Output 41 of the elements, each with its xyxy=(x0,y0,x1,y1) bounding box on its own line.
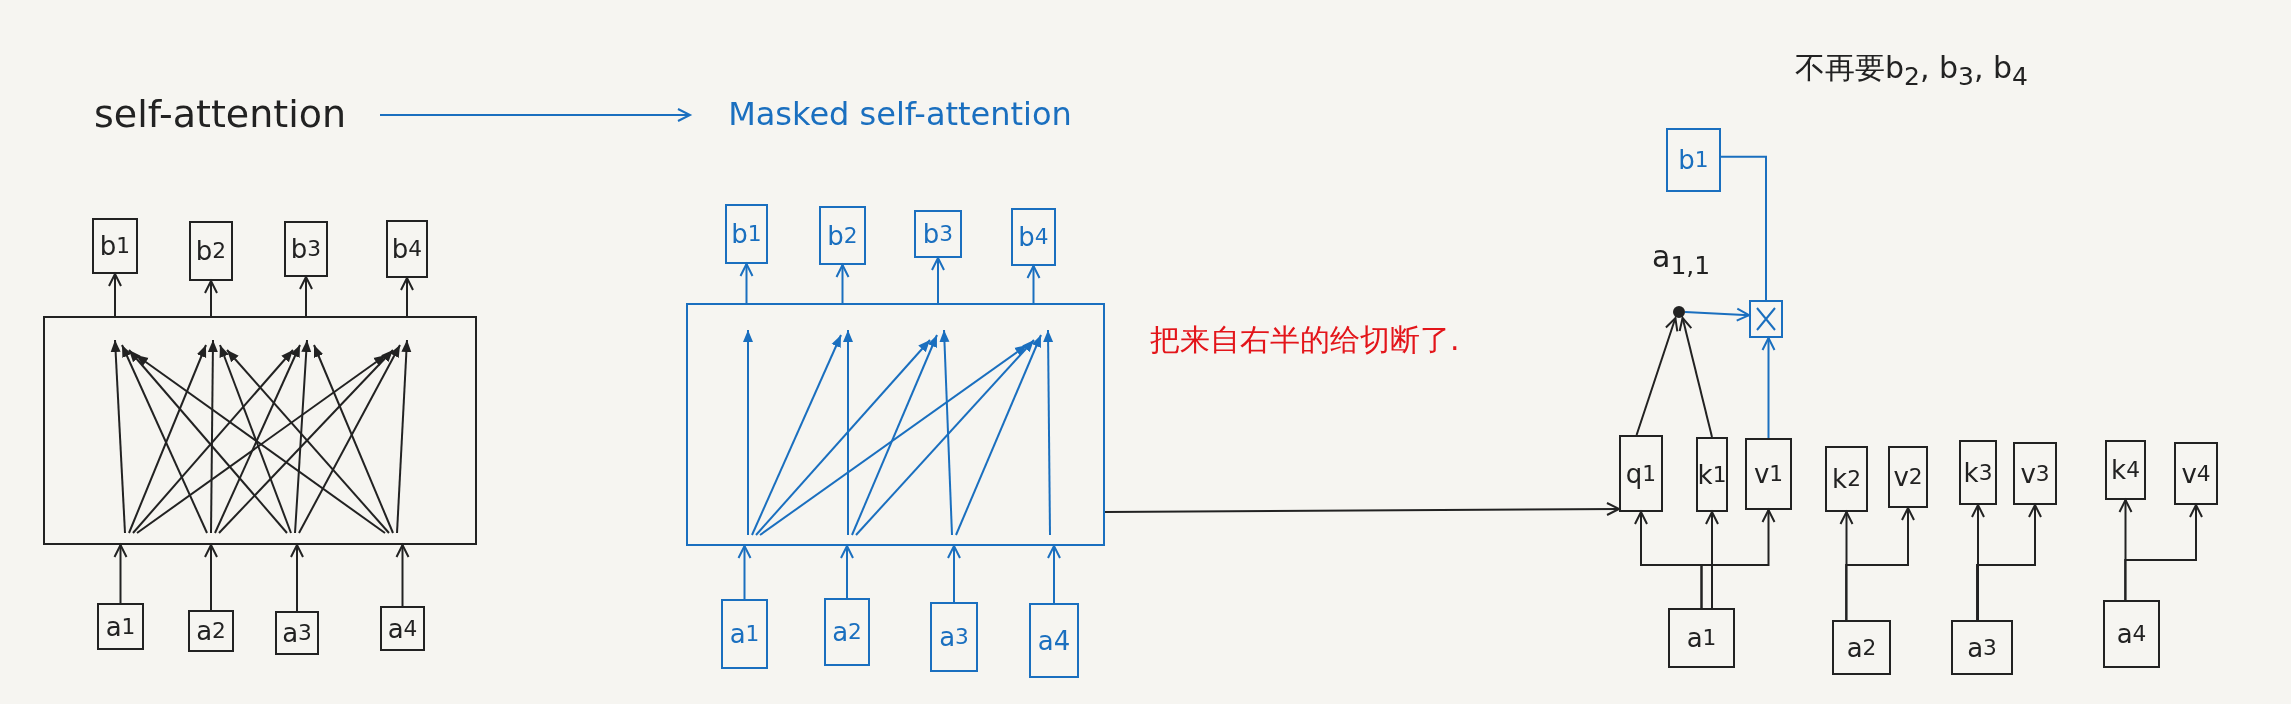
annotation-text: 不再要b$_{2}$, b$_{3}$, b$_{4}$ xyxy=(1795,50,2028,92)
arrow xyxy=(299,276,313,317)
arrow xyxy=(1047,545,1061,604)
arrow xyxy=(947,545,961,603)
annotation-text: 把来自右半的给切断了. xyxy=(1150,322,1460,358)
arrow xyxy=(1684,307,1750,322)
attention-layer-box xyxy=(686,303,1105,546)
arrow xyxy=(1635,317,1679,436)
arrow xyxy=(2124,504,2203,601)
arrow xyxy=(1971,504,1985,621)
diagram-heading: self-attention xyxy=(60,80,380,150)
arrow xyxy=(400,277,414,317)
node-caption: a$_{1,1}$ xyxy=(1652,240,1711,280)
arrow xyxy=(108,273,122,317)
arrow xyxy=(379,108,691,122)
arrow xyxy=(204,544,218,611)
multiply-box xyxy=(1749,300,1783,338)
arrow xyxy=(1845,507,1915,621)
arrow xyxy=(1104,502,1620,516)
arrow xyxy=(1761,337,1776,439)
arrow xyxy=(1678,317,1713,438)
arrow xyxy=(290,544,304,612)
arrow xyxy=(204,280,218,317)
arrow xyxy=(835,264,850,304)
arrow xyxy=(1705,511,1719,609)
arrow xyxy=(1839,511,1854,621)
connector-line xyxy=(1720,155,1767,301)
arrow xyxy=(739,263,754,304)
arrow xyxy=(840,545,854,599)
arrow xyxy=(931,257,945,304)
arrow xyxy=(395,544,410,607)
arrow xyxy=(1976,504,2042,621)
arrow xyxy=(113,544,128,604)
arrow xyxy=(1700,509,1776,609)
arrow xyxy=(2118,499,2133,601)
vector-box: a4 xyxy=(1029,603,1079,678)
arrow xyxy=(1026,265,1041,304)
arrow xyxy=(737,545,752,600)
attention-layer-box xyxy=(43,316,477,545)
dot xyxy=(1673,306,1685,318)
diagram-heading: Masked self-attention xyxy=(690,85,1110,145)
